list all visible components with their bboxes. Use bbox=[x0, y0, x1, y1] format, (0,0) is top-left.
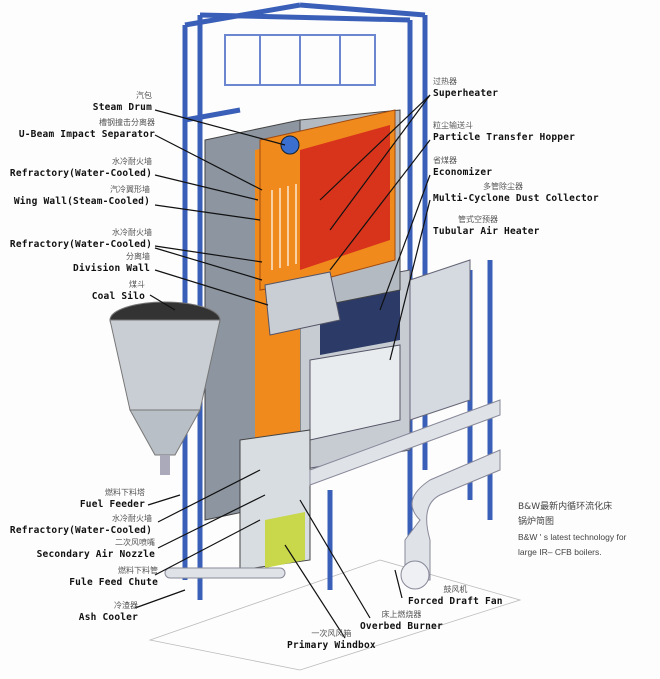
coal-silo-body bbox=[109, 319, 221, 411]
label-coal-silo: 煤斗 Coal Silo bbox=[92, 279, 145, 303]
division-wall bbox=[264, 271, 341, 336]
roof-structure bbox=[224, 34, 376, 86]
tube-bundle bbox=[271, 184, 297, 270]
label-zh: 燃料下料塔 bbox=[105, 488, 145, 497]
label-en: Ash Cooler bbox=[78, 612, 138, 623]
steam-drum bbox=[280, 135, 300, 155]
label-en: Primary Windbox bbox=[287, 640, 376, 651]
coal-silo-cone bbox=[129, 409, 201, 456]
label-en: Wing Wall(Steam-Cooled) bbox=[13, 196, 150, 207]
label-forced-draft-fan: 鼓风机 Forced Draft Fan bbox=[408, 584, 503, 608]
label-zh: 省煤器 bbox=[433, 156, 457, 165]
dust-collector bbox=[309, 344, 401, 441]
label-en: Overbed Burner bbox=[360, 621, 443, 632]
label-zh: 二次风喷嘴 bbox=[115, 538, 155, 547]
label-zh: 冷渣器 bbox=[114, 601, 138, 610]
label-en: Division Wall bbox=[73, 263, 150, 274]
label-u-beam-separator: 槽钢撞击分离器 U-Beam Impact Separator bbox=[19, 117, 155, 141]
label-zh: 水冷耐火墙 bbox=[112, 514, 152, 523]
label-zh: 粒尘输送斗 bbox=[433, 121, 473, 130]
label-en: Fule Feed Chute bbox=[69, 577, 158, 588]
label-zh: 汽包 bbox=[136, 91, 152, 100]
label-en: Secondary Air Nozzle bbox=[36, 549, 155, 560]
label-en: Superheater bbox=[433, 88, 499, 99]
label-economizer: 省煤器 Economizer bbox=[433, 155, 492, 179]
label-en: Refractory(Water-Cooled) bbox=[9, 239, 152, 250]
label-zh: 多管除尘器 bbox=[483, 182, 523, 191]
feed-pipe bbox=[164, 567, 286, 579]
label-en: Particle Transfer Hopper bbox=[433, 132, 576, 143]
label-tubular-air-heater: 管式空预器 Tubular Air Heater bbox=[433, 214, 540, 238]
label-zh: 一次风风箱 bbox=[311, 629, 352, 638]
caption-zh-line2: 锅炉简图 bbox=[518, 517, 555, 527]
label-zh: 燃料下料管 bbox=[118, 566, 158, 575]
label-zh: 槽钢撞击分离器 bbox=[99, 118, 155, 127]
label-superheater: 过热器 Superheater bbox=[433, 76, 498, 100]
label-multi-cyclone: 多管除尘器 Multi-Cyclone Dust Collector bbox=[433, 181, 599, 205]
label-secondary-air-nozzle: 二次风喷嘴 Secondary Air Nozzle bbox=[37, 537, 155, 561]
coal-chute bbox=[160, 455, 170, 475]
caption-en-line2: large IR– CFB boilers. bbox=[518, 547, 602, 557]
diagram-caption: B&W最新内循环流化床 锅炉简图 B&W ' s latest technolo… bbox=[518, 500, 658, 560]
forced-draft-fan bbox=[400, 560, 430, 590]
label-en: Economizer bbox=[433, 167, 493, 178]
label-en: Steam Drum bbox=[92, 102, 152, 113]
caption-en-line1: B&W ' s latest technology for bbox=[518, 532, 627, 542]
label-en: Coal Silo bbox=[91, 291, 145, 302]
label-en: U-Beam Impact Separator bbox=[18, 129, 155, 140]
label-overbed-burner: 床上燃烧器 Overbed Burner bbox=[360, 609, 443, 633]
label-fuel-feed-chute: 燃料下料管 Fule Feed Chute bbox=[69, 565, 158, 589]
air-duct bbox=[404, 449, 501, 581]
label-zh: 水冷耐火墙 bbox=[112, 228, 152, 237]
label-wing-wall: 汽冷翼形墙 Wing Wall(Steam-Cooled) bbox=[14, 184, 150, 208]
label-steam-drum: 汽包 Steam Drum bbox=[93, 90, 152, 114]
superheater-bank bbox=[300, 125, 390, 270]
label-zh: 过热器 bbox=[433, 77, 457, 86]
label-fuel-feeder: 燃料下料塔 Fuel Feeder bbox=[80, 487, 145, 511]
label-zh: 分离墙 bbox=[126, 252, 150, 261]
label-refractory-upper: 水冷耐火墙 Refractory(Water-Cooled) bbox=[10, 156, 152, 180]
label-refractory-lower: 水冷耐火墙 Refractory(Water-Cooled) bbox=[10, 513, 152, 537]
caption-zh-line1: B&W最新内循环流化床 bbox=[518, 502, 613, 512]
label-zh: 鼓风机 bbox=[443, 585, 468, 594]
label-zh: 床上燃烧器 bbox=[381, 610, 422, 619]
label-zh: 汽冷翼形墙 bbox=[110, 185, 150, 194]
ground-outline bbox=[148, 559, 522, 671]
label-en: Fuel Feeder bbox=[79, 499, 145, 510]
bed-zone bbox=[265, 512, 305, 568]
air-heater bbox=[409, 259, 471, 421]
label-en: Multi-Cyclone Dust Collector bbox=[433, 193, 599, 204]
label-zh: 煤斗 bbox=[129, 280, 145, 289]
label-refractory-middle: 水冷耐火墙 Refractory(Water-Cooled) bbox=[10, 227, 152, 251]
leader-lines bbox=[134, 94, 431, 639]
label-ash-cooler: 冷渣器 Ash Cooler bbox=[79, 600, 138, 624]
label-zh: 水冷耐火墙 bbox=[112, 157, 152, 166]
label-en: Tubular Air Heater bbox=[433, 226, 540, 237]
label-en: Forced Draft Fan bbox=[408, 596, 503, 607]
label-division-wall: 分离墙 Division Wall bbox=[73, 251, 150, 275]
label-en: Refractory(Water-Cooled) bbox=[9, 168, 152, 179]
label-particle-transfer-hopper: 粒尘输送斗 Particle Transfer Hopper bbox=[433, 120, 575, 144]
label-primary-windbox: 一次风风箱 Primary Windbox bbox=[287, 628, 376, 652]
label-zh: 管式空预器 bbox=[458, 215, 498, 224]
flue-duct bbox=[309, 399, 501, 486]
label-en: Refractory(Water-Cooled) bbox=[9, 525, 152, 536]
